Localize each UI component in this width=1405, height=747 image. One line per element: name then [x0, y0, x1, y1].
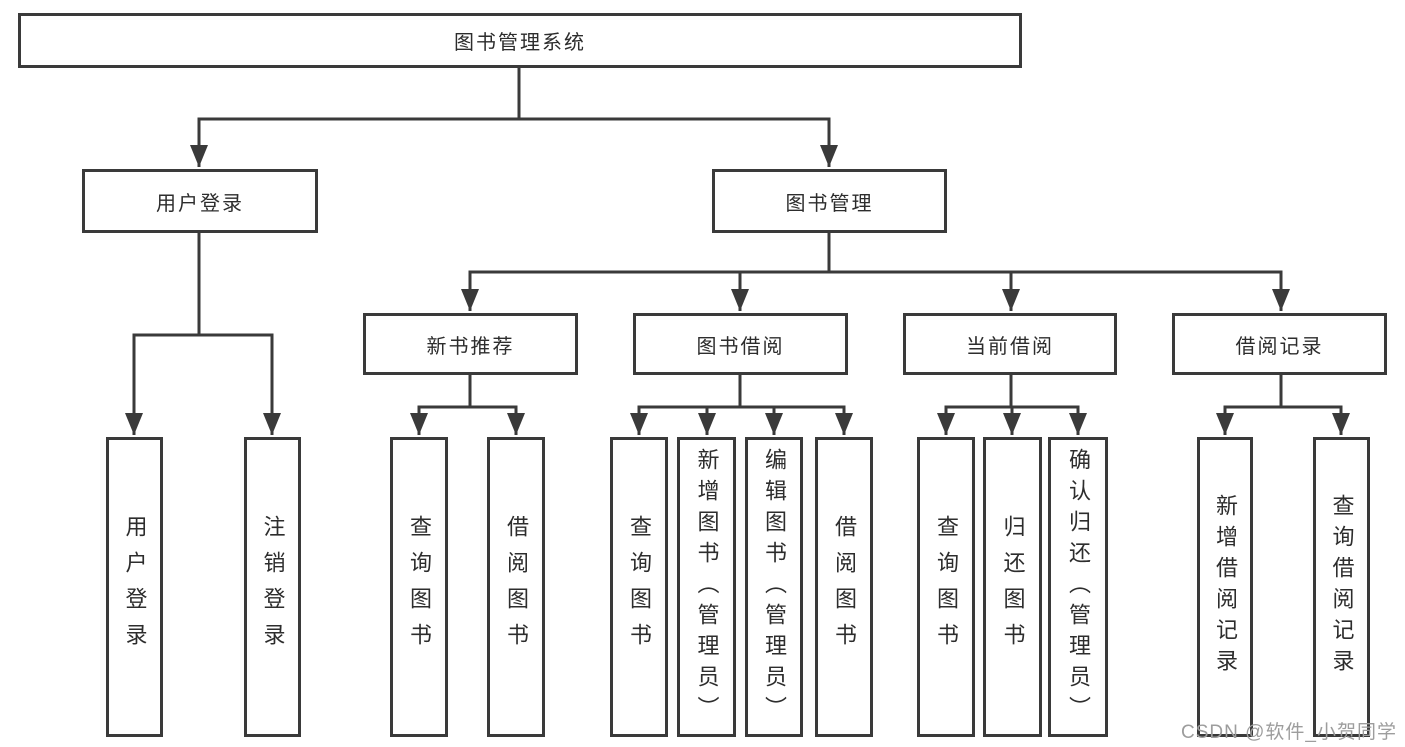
leaf-label: 新增图书（管理员） [694, 447, 720, 727]
leaf-confirm-return-admin: 确认归还（管理员） [1048, 437, 1108, 737]
leaf-query-books-borrow: 查询图书 [610, 437, 668, 737]
leaf-return-books: 归还图书 [983, 437, 1042, 737]
node-label: 新书推荐 [426, 335, 515, 358]
node-label: 图书管理 [785, 192, 874, 215]
leaf-label: 查询图书 [934, 515, 959, 659]
csdn-watermark: CSDN @软件_小贺同学 [1181, 722, 1397, 743]
node-label: 用户登录 [156, 192, 244, 215]
leaf-label: 确认归还（管理员） [1066, 447, 1091, 727]
leaf-add-borrow-record: 新增借阅记录 [1197, 437, 1253, 737]
leaf-label: 查询图书 [627, 515, 652, 659]
leaf-label: 借阅图书 [504, 515, 529, 659]
leaf-user-login: 用户登录 [106, 437, 163, 737]
leaf-add-book-admin: 新增图书（管理员） [677, 437, 736, 737]
leaf-label: 查询借阅记录 [1329, 494, 1355, 680]
leaf-borrow-books: 借阅图书 [815, 437, 873, 737]
node-label: 图书管理系统 [454, 32, 586, 54]
leaf-query-books-current: 查询图书 [917, 437, 975, 737]
leaf-label: 查询图书 [407, 515, 432, 659]
leaf-label: 用户登录 [122, 515, 148, 659]
node-label: 借阅记录 [1235, 335, 1324, 358]
leaf-label: 借阅图书 [832, 515, 857, 659]
node-library-management-system: 图书管理系统 [18, 13, 1022, 68]
leaf-label: 新增借阅记录 [1213, 494, 1238, 680]
node-label: 图书借阅 [696, 335, 785, 358]
leaf-label: 归还图书 [1000, 515, 1026, 659]
leaf-query-books-recommend: 查询图书 [390, 437, 448, 737]
node-borrow-records: 借阅记录 [1172, 313, 1387, 375]
leaf-edit-book-admin: 编辑图书（管理员） [745, 437, 803, 737]
node-book-borrowing: 图书借阅 [633, 313, 848, 375]
leaf-borrow-books-recommend: 借阅图书 [487, 437, 545, 737]
leaf-logout: 注销登录 [244, 437, 301, 737]
node-new-book-recommendation: 新书推荐 [363, 313, 578, 375]
node-label: 当前借阅 [966, 335, 1054, 358]
node-user-login: 用户登录 [82, 169, 318, 233]
node-current-borrowing: 当前借阅 [903, 313, 1117, 375]
node-book-management: 图书管理 [712, 169, 947, 233]
leaf-label: 注销登录 [260, 515, 286, 659]
leaf-label: 编辑图书（管理员） [762, 447, 787, 727]
leaf-query-borrow-record: 查询借阅记录 [1313, 437, 1370, 737]
